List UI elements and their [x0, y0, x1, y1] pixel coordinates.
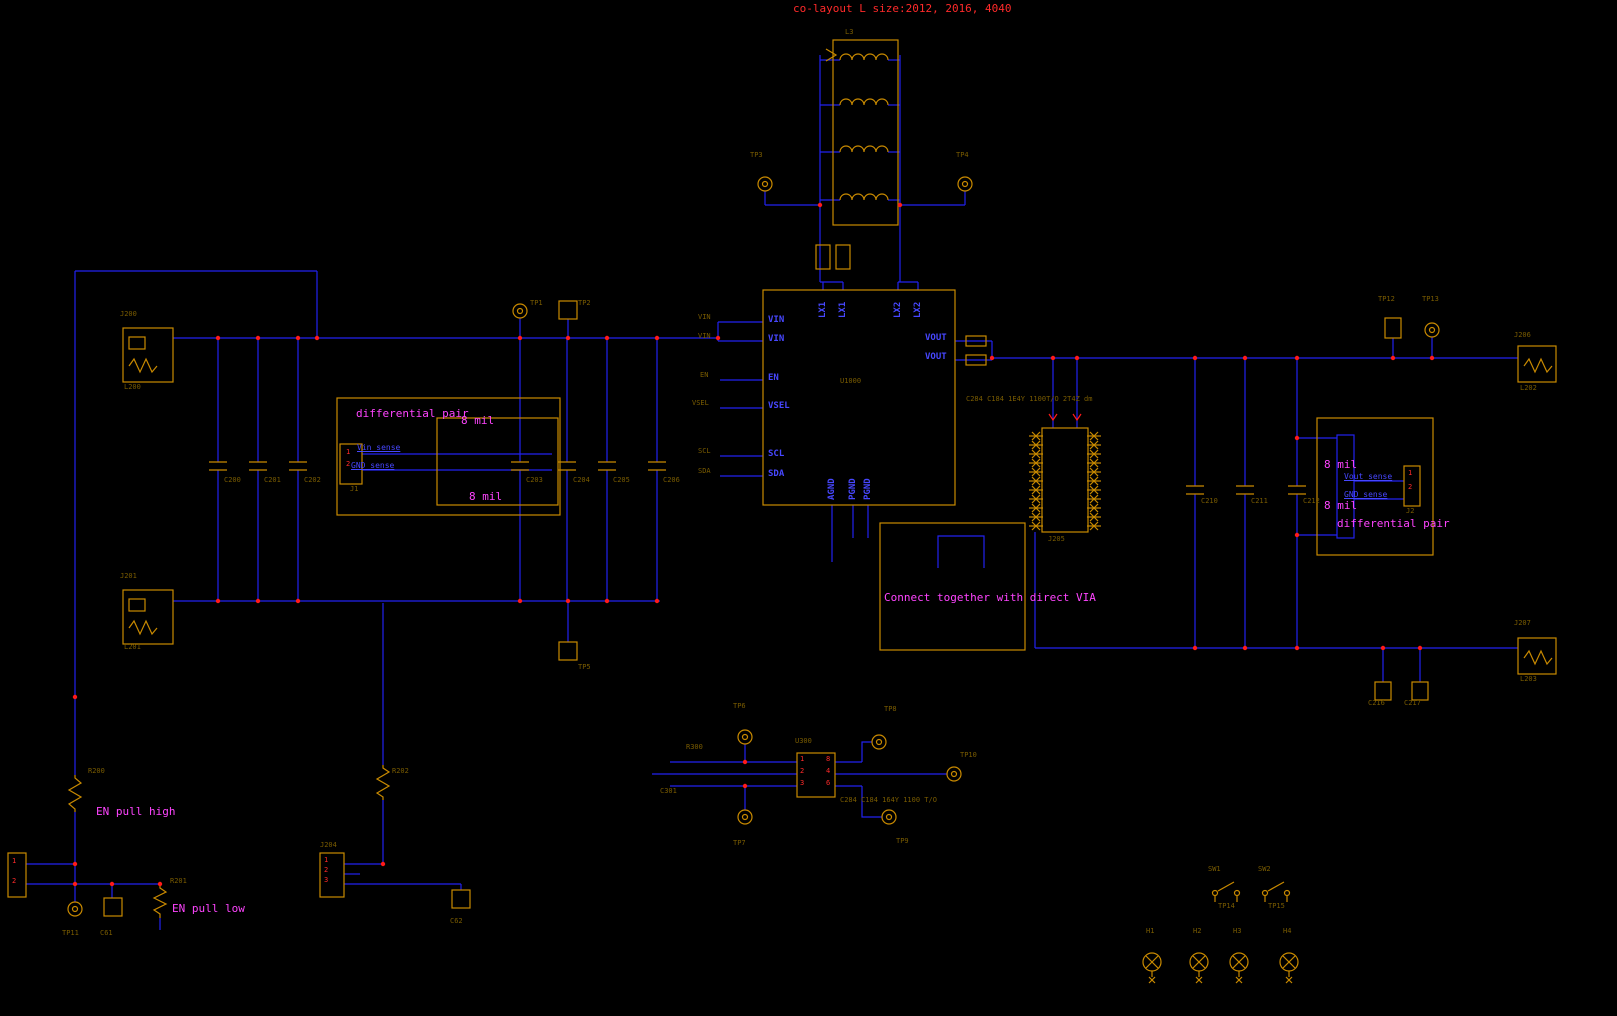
testpoint-tp7 — [737, 809, 753, 825]
pad-c217 — [1411, 681, 1429, 701]
input-filter-j201 — [122, 589, 174, 645]
pad-c216 — [1374, 681, 1392, 701]
mounting-hole-h4 — [1279, 952, 1299, 984]
vout-pad-2 — [965, 354, 987, 366]
header-j205 — [1028, 427, 1102, 533]
mounting-hole-h2 — [1189, 952, 1209, 984]
lx-pad-2 — [835, 244, 851, 270]
testpoint-tp3 — [757, 176, 773, 192]
output-filter-j206 — [1517, 345, 1557, 383]
component-symbols[interactable] — [7, 39, 1557, 984]
connector-en-2pin — [7, 852, 27, 898]
inductor-array-l3 — [825, 39, 899, 226]
testpoint-tp13 — [1424, 322, 1440, 338]
connector-j2-sense — [1403, 465, 1421, 507]
resistor-r202 — [375, 765, 391, 800]
connector-j1-sense — [339, 443, 363, 485]
diffpair-box-right — [1316, 417, 1434, 556]
vout-pad-1 — [965, 335, 987, 347]
regulator-ic-u1000 — [762, 289, 956, 506]
pad-c61 — [103, 897, 123, 917]
testpoint-tp10 — [946, 766, 962, 782]
mounting-hole-h1 — [1142, 952, 1162, 984]
resistor-r201 — [152, 886, 168, 918]
junction-dots — [72, 202, 1435, 887]
pad-tp5 — [558, 641, 578, 661]
switch-sw2 — [1261, 881, 1291, 902]
testpoint-tp4 — [957, 176, 973, 192]
testpoint-tp9 — [881, 809, 897, 825]
pad-c62 — [451, 889, 471, 909]
testpoint-tp6 — [737, 729, 753, 745]
testpoint-tp8 — [871, 734, 887, 750]
diffpair-box-left-inner — [436, 417, 559, 506]
diffpair-box-left — [336, 397, 561, 516]
connect-via-box — [879, 522, 1026, 651]
pad-tp2 — [558, 300, 578, 320]
input-filter-j200 — [122, 327, 174, 383]
small-ic-u300 — [796, 752, 836, 798]
connector-j204-3pin — [319, 852, 345, 898]
lx-pad-1 — [815, 244, 831, 270]
pad-tp12 — [1384, 317, 1402, 339]
testpoint-tp11 — [67, 901, 83, 917]
capacitor-bank-right — [1186, 485, 1306, 495]
resistor-r200 — [67, 775, 83, 812]
mounting-hole-h3 — [1229, 952, 1249, 984]
capacitor-bank-left — [209, 461, 666, 471]
output-filter-j207 — [1517, 637, 1557, 675]
header-arrow-marks — [1048, 413, 1082, 422]
switch-sw1 — [1211, 881, 1241, 902]
testpoint-tp1 — [512, 303, 528, 319]
